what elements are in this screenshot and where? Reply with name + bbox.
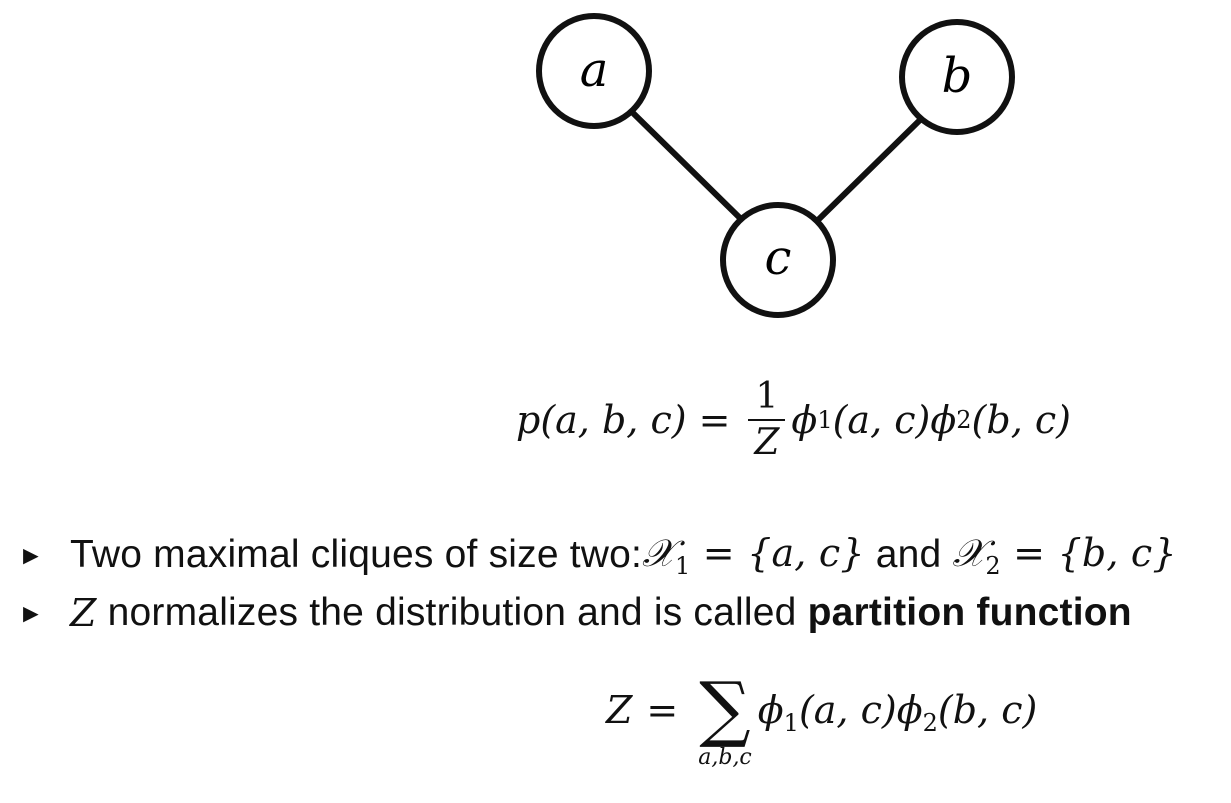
joint-phi2-args: (b, c) [971, 398, 1071, 442]
clique-2-symbol: 𝒳 [952, 530, 986, 575]
bullet-marker-icon: ► [18, 597, 44, 628]
partition-phi1-sub: 1 [783, 709, 799, 737]
joint-phi1-sub: 1 [817, 406, 833, 434]
edge-b-c [813, 117, 923, 225]
bullet-partition-z: Z [70, 591, 97, 635]
node-a-label: a [580, 42, 609, 98]
graph-diagram: a b c [536, 13, 1015, 318]
partition-phi1-args: (a, c) [798, 688, 897, 732]
clique-2: 𝒳2 = {b, c} [952, 531, 1176, 580]
clique-1-symbol: 𝒳 [642, 530, 675, 575]
joint-lhs: p(a, b, c) [516, 398, 687, 442]
bullet-marker-icon: ► [18, 539, 44, 570]
node-c: c [720, 202, 836, 318]
bullet-partition: ► Z normalizes the distribution and is c… [18, 584, 1223, 642]
partition-phi2-sub: 2 [922, 709, 938, 737]
partition-phi2-args: (b, c) [937, 688, 1038, 732]
node-b: b [899, 19, 1015, 135]
sigma-symbol: ∑ [699, 666, 751, 750]
bullet-cliques-and: and [864, 533, 953, 576]
summation-limits: a,b,c [698, 744, 752, 770]
bullet-list: ► Two maximal cliques of size two: 𝒳1 = … [18, 526, 1223, 642]
bullet-cliques-text: Two maximal cliques of size two: [70, 533, 643, 576]
node-a: a [536, 13, 652, 129]
clique-1: 𝒳1 = {a, c} [642, 531, 865, 580]
partition-phi2: ϕ [896, 688, 923, 732]
joint-equals: = [698, 398, 731, 442]
edge-a-c [629, 109, 745, 223]
bullet-partition-text: normalizes the distribution and is calle… [96, 591, 808, 634]
partition-equals: = [646, 688, 679, 732]
joint-phi1: ϕ [791, 398, 818, 442]
clique-1-sub: 1 [674, 551, 691, 580]
fraction-denominator: Z [754, 422, 780, 463]
joint-fraction: 1 Z [748, 376, 786, 463]
partition-phi1: ϕ [757, 688, 784, 732]
clique-2-sub: 2 [985, 551, 1001, 580]
node-b-label: b [942, 48, 973, 104]
fraction-numerator: 1 [755, 376, 779, 417]
joint-phi2: ϕ [930, 398, 957, 442]
fraction-bar [748, 419, 786, 421]
joint-phi1-args: (a, c) [832, 398, 931, 442]
summation: ∑ a,b,c [698, 666, 752, 770]
partition-rhs: ϕ1(a, c)ϕ2(b, c) [758, 676, 1038, 737]
clique-1-set: = {a, c} [690, 530, 865, 575]
partition-lhs: Z [606, 688, 633, 732]
node-c-label: c [765, 230, 792, 286]
partition-function-equation: Z = ∑ a,b,c ϕ1(a, c)ϕ2(b, c) [606, 666, 1038, 796]
clique-2-set: = {b, c} [1000, 530, 1177, 575]
bullet-partition-bold: partition function [807, 591, 1132, 634]
joint-phi2-sub: 2 [956, 406, 972, 434]
bullet-cliques: ► Two maximal cliques of size two: 𝒳1 = … [18, 526, 1223, 584]
